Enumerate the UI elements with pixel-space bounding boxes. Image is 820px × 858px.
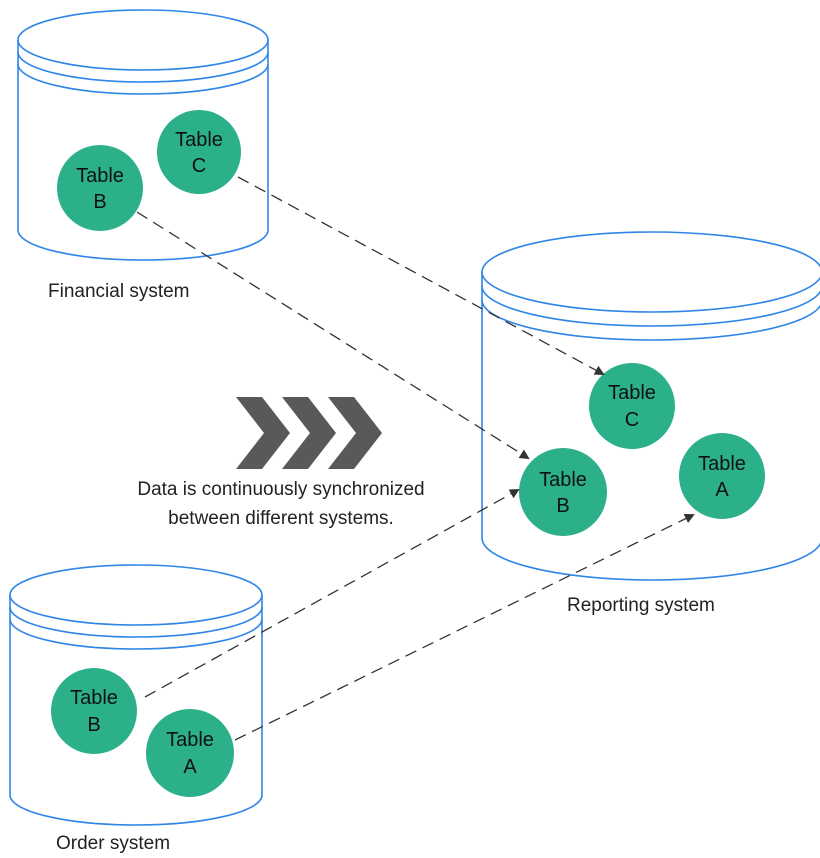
reporting-table-c-line1: Table <box>608 382 656 404</box>
reporting-cylinder-top <box>481 231 820 313</box>
arrow-order-b-to-reporting-b <box>144 489 520 698</box>
financial-system-database: Table C Table B <box>17 9 269 261</box>
order-system-database: Table B Table A <box>9 564 263 826</box>
reporting-table-a-line1: Table <box>698 453 746 475</box>
financial-cylinder-ring-2 <box>17 63 269 95</box>
order-cylinder-ring-1 <box>9 606 263 638</box>
sync-note-line2: between different systems. <box>168 508 394 529</box>
order-system-label: Order system <box>56 833 170 854</box>
order-cylinder-top <box>9 564 263 626</box>
financial-table-b: Table B <box>57 145 143 231</box>
order-table-a-line2: A <box>183 756 197 778</box>
reporting-system-label: Reporting system <box>567 595 715 616</box>
reporting-table-c: Table C <box>589 363 675 449</box>
reporting-table-b-line1: Table <box>539 469 587 491</box>
reporting-table-a-line2: A <box>715 479 729 501</box>
arrow-financial-c-to-reporting-c <box>237 176 605 375</box>
reporting-table-b-line2: B <box>556 495 569 517</box>
financial-table-c: Table C <box>157 110 241 194</box>
financial-cylinder-ring-1 <box>17 51 269 83</box>
financial-system-label: Financial system <box>48 281 190 302</box>
triple-chevron-right-icon <box>236 397 382 469</box>
order-table-b-line2: B <box>87 714 100 736</box>
order-table-b: Table B <box>51 668 137 754</box>
reporting-cylinder-body <box>481 272 820 581</box>
reporting-table-a: Table A <box>679 433 765 519</box>
financial-table-c-line2: C <box>192 155 206 177</box>
arrow-order-a-to-reporting-a <box>234 514 695 741</box>
reporting-table-b: Table B <box>519 448 607 536</box>
financial-cylinder-top <box>17 9 269 71</box>
reporting-table-c-line2: C <box>625 409 639 431</box>
reporting-cylinder-ring-1 <box>481 285 820 327</box>
order-cylinder-ring-2 <box>9 618 263 650</box>
financial-table-c-line1: Table <box>175 129 223 151</box>
sync-note-line1: Data is continuously synchronized <box>137 479 424 500</box>
reporting-system-database: Table C Table B Table A <box>481 231 820 581</box>
order-table-a: Table A <box>146 709 234 797</box>
order-table-b-line1: Table <box>70 687 118 709</box>
order-table-a-line1: Table <box>166 729 214 751</box>
order-cylinder-body <box>9 595 263 826</box>
reporting-cylinder-ring-2 <box>481 299 820 341</box>
financial-table-b-line1: Table <box>76 165 124 187</box>
arrow-financial-b-to-reporting-b <box>136 211 530 460</box>
financial-table-b-line2: B <box>93 191 106 213</box>
sync-arrows <box>136 176 695 741</box>
financial-cylinder-body <box>17 40 269 261</box>
